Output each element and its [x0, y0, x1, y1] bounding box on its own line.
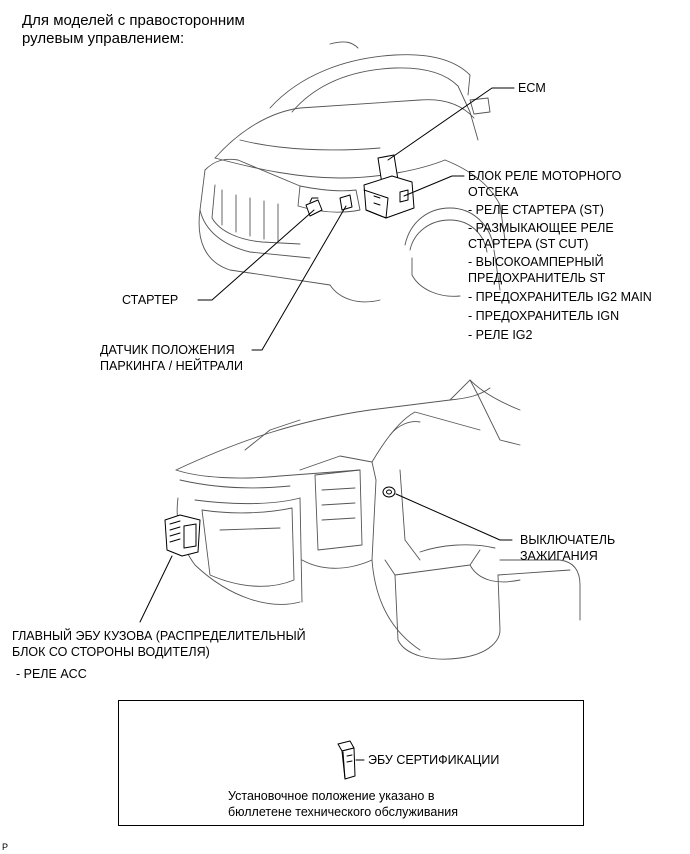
main-body-ecu-label: ГЛАВНЫЙ ЭБУ КУЗОВА (РАСПРЕДЕЛИТЕЛЬНЫЙ БЛ… — [12, 628, 306, 660]
relay-block-line-2: ОТСЕКА — [468, 185, 519, 199]
certification-ecu-label: ЭБУ СЕРТИФИКАЦИИ — [368, 753, 500, 767]
interior-leader-lines — [139, 493, 513, 623]
relay-item-st: - РЕЛЕ СТАРТЕРА (ST) — [468, 203, 604, 217]
certification-ecu-illustration — [337, 740, 365, 780]
footer-mark: P — [2, 842, 9, 852]
acc-relay-label: - РЕЛЕ ACC — [16, 667, 87, 681]
main-ecu-line-1: ГЛАВНЫЙ ЭБУ КУЗОВА (РАСПРЕДЕЛИТЕЛЬНЫЙ — [12, 629, 306, 643]
relay-item-ign: - ПРЕДОХРАНИТЕЛЬ IGN — [468, 309, 620, 323]
installation-note: Установочное положение указано в бюллете… — [228, 788, 458, 820]
relay-item-st-cut-1: - РАЗМЫКАЮЩЕЕ РЕЛЕ — [468, 221, 614, 235]
relay-block-items: - РЕЛЕ СТАРТЕРА (ST) - РАЗМЫКАЮЩЕЕ РЕЛЕ … — [468, 202, 652, 343]
park-neutral-sensor-label: ДАТЧИК ПОЛОЖЕНИЯ ПАРКИНГА / НЕЙТРАЛИ — [100, 342, 243, 374]
relay-item-ig2-main: - ПРЕДОХРАНИТЕЛЬ IG2 MAIN — [468, 290, 652, 304]
note-line-2: бюллетене технического обслуживания — [228, 805, 458, 819]
relay-item-ig2: - РЕЛЕ IG2 — [468, 328, 533, 342]
ignition-line-2: ЗАЖИГАНИЯ — [520, 549, 598, 563]
relay-block-line-1: БЛОК РЕЛЕ МОТОРНОГО — [468, 169, 622, 183]
starter-label: СТАРТЕР — [122, 293, 179, 307]
ignition-line-1: ВЫКЛЮЧАТЕЛЬ — [520, 533, 616, 547]
title-line-2: рулевым управлением: — [22, 30, 185, 47]
interior-illustration — [175, 379, 581, 660]
interior-components — [164, 486, 396, 557]
park-neutral-line-2: ПАРКИНГА / НЕЙТРАЛИ — [100, 359, 243, 373]
certification-ecu-box — [118, 700, 584, 826]
title-line-1: Для моделей с правосторонним — [22, 12, 245, 29]
main-ecu-line-2: БЛОК СО СТОРОНЫ ВОДИТЕЛЯ) — [12, 645, 210, 659]
relay-item-fuse-st-1: - ВЫСОКОАМПЕРНЫЙ — [468, 255, 604, 269]
vehicle-front-illustration — [198, 41, 506, 303]
engine-leader-lines — [197, 87, 515, 351]
page-title: Для моделей с правосторонним рулевым упр… — [22, 12, 245, 48]
ignition-switch-label: ВЫКЛЮЧАТЕЛЬ ЗАЖИГАНИЯ — [520, 532, 615, 564]
engine-components — [305, 154, 415, 219]
park-neutral-line-1: ДАТЧИК ПОЛОЖЕНИЯ — [100, 343, 235, 357]
relay-item-fuse-st-2: ПРЕДОХРАНИТЕЛЬ ST — [468, 271, 606, 285]
relay-item-st-cut-2: СТАРТЕРА (ST CUT) — [468, 237, 589, 251]
engine-relay-block-label: БЛОК РЕЛЕ МОТОРНОГО ОТСЕКА — [468, 168, 621, 200]
ecm-label: ECM — [518, 81, 546, 95]
note-line-1: Установочное положение указано в — [228, 789, 435, 803]
